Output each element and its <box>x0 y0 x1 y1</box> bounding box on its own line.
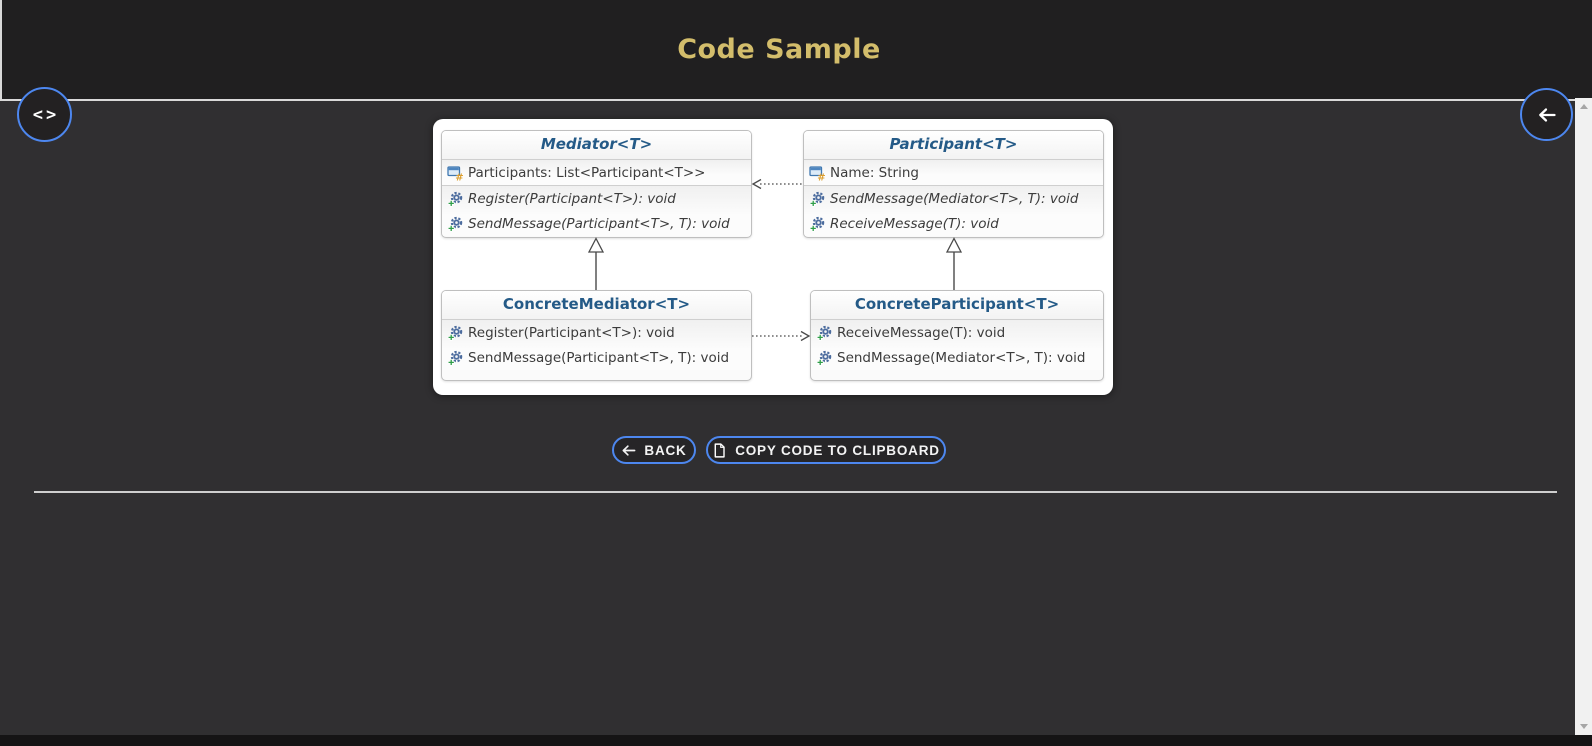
vertical-scrollbar[interactable] <box>1575 98 1592 735</box>
method-row: SendMessage(Participant<T>, T): void <box>442 211 751 236</box>
bottom-edge-strip <box>0 735 1592 746</box>
copy-code-button[interactable]: COPY CODE TO CLIPBOARD <box>706 436 946 464</box>
svg-text:#: # <box>817 172 825 180</box>
class-name: ConcreteMediator<T> <box>442 291 751 319</box>
back-circle-button[interactable] <box>1520 88 1573 141</box>
copy-button-label: COPY CODE TO CLIPBOARD <box>735 442 940 458</box>
document-icon <box>712 442 727 458</box>
code-toggle-button[interactable]: <> <box>17 87 72 142</box>
uml-diagram-card: Mediator<T> # Participants: List<Partici… <box>433 119 1113 395</box>
page-title: Code Sample <box>677 34 881 65</box>
method-icon <box>816 350 833 366</box>
field-row: # Participants: List<Participant<T>> <box>442 160 751 185</box>
method-icon <box>809 191 826 207</box>
method-label: SendMessage(Participant<T>, T): void <box>468 349 730 366</box>
field-label: Participants: List<Participant<T>> <box>468 164 706 181</box>
class-name: Participant<T> <box>804 131 1103 159</box>
field-icon: # <box>447 165 464 181</box>
method-label: Register(Participant<T>): void <box>468 190 676 207</box>
method-row: ReceiveMessage(T): void <box>811 320 1103 345</box>
back-button[interactable]: BACK <box>612 436 696 464</box>
class-box-concrete-participant: ConcreteParticipant<T> ReceiveMessage(T)… <box>810 290 1104 381</box>
class-name: Mediator<T> <box>442 131 751 159</box>
triangle-down-icon <box>1579 724 1588 729</box>
field-icon: # <box>809 165 826 181</box>
field-label: Name: String <box>830 164 919 181</box>
method-row: SendMessage(Participant<T>, T): void <box>442 345 751 370</box>
method-row: Register(Participant<T>): void <box>442 186 751 211</box>
method-icon <box>447 216 464 232</box>
method-row: SendMessage(Mediator<T>, T): void <box>811 345 1103 370</box>
method-icon <box>809 216 826 232</box>
method-label: ReceiveMessage(T): void <box>830 215 999 232</box>
class-box-mediator: Mediator<T> # Participants: List<Partici… <box>441 130 752 238</box>
method-label: Register(Participant<T>): void <box>468 324 675 341</box>
method-row: ReceiveMessage(T): void <box>804 211 1103 236</box>
triangle-up-icon <box>1579 104 1588 109</box>
field-row: # Name: String <box>804 160 1103 185</box>
back-arrow-icon <box>621 443 636 458</box>
back-arrow-icon <box>1537 105 1557 125</box>
class-name: ConcreteParticipant<T> <box>811 291 1103 319</box>
code-icon: <> <box>32 104 60 125</box>
scroll-up-button[interactable] <box>1575 98 1592 115</box>
method-label: SendMessage(Participant<T>, T): void <box>468 215 730 232</box>
method-row: Register(Participant<T>): void <box>442 320 751 345</box>
method-row: SendMessage(Mediator<T>, T): void <box>804 186 1103 211</box>
method-icon <box>447 325 464 341</box>
horizontal-divider <box>34 491 1557 493</box>
class-box-participant: Participant<T> # Name: String SendMessag… <box>803 130 1104 238</box>
back-button-label: BACK <box>644 442 687 458</box>
svg-text:#: # <box>455 172 463 180</box>
header-bar: Code Sample <box>0 0 1592 101</box>
method-icon <box>816 325 833 341</box>
scroll-down-button[interactable] <box>1575 718 1592 735</box>
method-label: SendMessage(Mediator<T>, T): void <box>830 190 1079 207</box>
method-label: ReceiveMessage(T): void <box>837 324 1006 341</box>
method-icon <box>447 191 464 207</box>
method-label: SendMessage(Mediator<T>, T): void <box>837 349 1086 366</box>
method-icon <box>447 350 464 366</box>
class-box-concrete-mediator: ConcreteMediator<T> Register(Participant… <box>441 290 752 381</box>
